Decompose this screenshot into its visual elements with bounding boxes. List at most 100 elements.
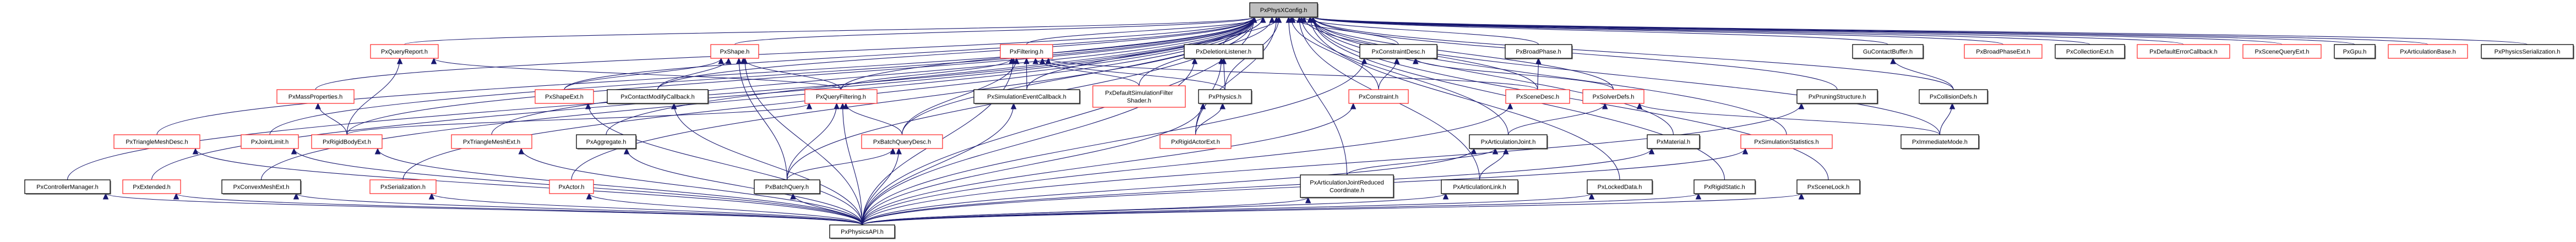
arrowhead-icon (840, 102, 846, 109)
node-label: PxShapeExt.h (545, 94, 584, 101)
edge-line (1026, 16, 1264, 90)
node-px-scene-lock[interactable]: PxSceneLock.h (1796, 179, 1861, 195)
edge-line (1312, 16, 1941, 135)
edge-line (1035, 58, 1140, 86)
node-px-convex-mesh-ext[interactable]: PxConvexMeshExt.h (221, 179, 302, 195)
edge-px-articulation-joint-reduced-coordinate-to-px-phys-xconfig (1286, 16, 1348, 175)
node-box (1796, 179, 1860, 194)
node-px-simulation-statistics[interactable]: PxSimulationStatistics.h (1740, 134, 1833, 149)
node-px-query-report[interactable]: PxQueryReport.h (370, 44, 439, 59)
edge-px-material-to-px-phys-xconfig (1310, 16, 1674, 135)
node-px-contact-modify-callback[interactable]: PxContactModifyCallback.h (607, 89, 709, 105)
node-px-solver-defs[interactable]: PxSolverDefs.h (1582, 89, 1644, 104)
arrowhead-icon (1890, 57, 1896, 64)
node-box (2481, 44, 2574, 59)
edge-line (346, 16, 1255, 135)
node-px-collision-defs[interactable]: PxCollisionDefs.h (1919, 89, 1989, 105)
arrowhead-icon (1023, 57, 1030, 64)
edge-line (862, 193, 1592, 226)
node-px-rigid-static[interactable]: PxRigidStatic.h (1693, 179, 1756, 195)
node-px-batch-query-desc[interactable]: PxBatchQueryDesc.h (861, 134, 943, 149)
edge-line (842, 103, 863, 226)
node-px-articulation-base[interactable]: PxArticulationBase.h (2388, 44, 2468, 59)
node-px-shape[interactable]: PxShape.h (710, 44, 759, 59)
edge-px-physics-api-to-px-convex-mesh-ext (293, 193, 863, 226)
node-px-scene-desc[interactable]: PxSceneDesc.h (1505, 89, 1570, 104)
node-px-broad-phase[interactable]: PxBroadPhase.h (1505, 44, 1573, 59)
node-label: PxQueryFiltering.h (816, 94, 866, 101)
arrowhead-icon (1260, 16, 1266, 23)
node-px-pruning-structure[interactable]: PxPruningStructure.h (1796, 89, 1878, 105)
node-label: PxFiltering.h (1010, 49, 1043, 56)
node-box (2055, 44, 2125, 59)
arrowhead-icon (671, 102, 677, 109)
node-px-scene-query-ext[interactable]: PxSceneQueryExt.h (2242, 44, 2322, 59)
node-px-material[interactable]: PxMaterial.h (1647, 134, 1701, 150)
node-px-triangle-mesh-desc[interactable]: PxTriangleMeshDesc.h (113, 134, 200, 149)
node-px-joint-limit[interactable]: PxJointLimit.h (241, 134, 299, 149)
node-px-aggregate[interactable]: PxAggregate.h (576, 134, 637, 150)
node-px-rigid-body-ext[interactable]: PxRigidBodyExt.h (311, 134, 383, 149)
edge-line (1310, 16, 1620, 180)
node-shadow (1902, 136, 1980, 150)
node-px-constraint-desc[interactable]: PxConstraintDesc.h (1359, 44, 1438, 59)
node-label: PxBatchQuery.h (765, 184, 809, 191)
node-label: PxCollisionDefs.h (1930, 94, 1977, 101)
node-px-default-error-callback[interactable]: PxDefaultErrorCallback.h (2137, 44, 2230, 59)
edge-px-rigid-actor-ext-to-px-phys-xconfig (1195, 16, 1279, 135)
node-label: PxImmediateMode.h (1912, 139, 1968, 146)
node-px-simulation-event-callback[interactable]: PxSimulationEventCallback.h (973, 89, 1081, 105)
node-px-batch-query[interactable]: PxBatchQuery.h (754, 179, 821, 195)
edge-line (1303, 16, 1539, 45)
node-px-physics-api[interactable]: PxPhysicsAPI.h (829, 224, 896, 239)
edge-line (1048, 58, 1538, 90)
arrowhead-icon (431, 57, 437, 64)
node-px-deletion-listener[interactable]: PxDeletionListener.h (1184, 44, 1264, 59)
node-px-gpu[interactable]: PxGpu.h (2334, 44, 2376, 59)
edge-px-physics-api-to-px-simulation-event-callback (862, 102, 1017, 226)
node-box (1740, 134, 1833, 149)
node-px-mass-properties[interactable]: PxMassProperties.h (276, 89, 355, 104)
node-px-filtering[interactable]: PxFiltering.h (1000, 44, 1053, 59)
edge-px-rigid-actor-ext-to-px-physics (1195, 102, 1226, 135)
arrowhead-icon (718, 57, 725, 64)
edge-line (862, 148, 1652, 226)
node-box (451, 134, 532, 149)
edge-px-physics-api-to-px-shape-ext (585, 102, 863, 226)
node-px-physics-serialization[interactable]: PxPhysicsSerialization.h (2481, 44, 2574, 59)
node-label: PxPhysXConfig.h (1260, 7, 1308, 14)
node-px-controller-manager[interactable]: PxControllerManager.h (24, 179, 111, 195)
node-px-locked-data[interactable]: PxLockedData.h (1587, 179, 1653, 195)
node-px-triangle-mesh-ext[interactable]: PxTriangleMeshExt.h (451, 134, 532, 149)
node-px-rigid-actor-ext[interactable]: PxRigidActorExt.h (1159, 134, 1232, 149)
node-px-serialization[interactable]: PxSerialization.h (369, 179, 437, 194)
node-px-collection-ext[interactable]: PxCollectionExt.h (2055, 44, 2126, 59)
node-px-articulation-link[interactable]: PxArticulationLink.h (1441, 179, 1519, 195)
node-px-articulation-joint[interactable]: PxArticulationJoint.h (1469, 134, 1548, 150)
node-box (241, 134, 299, 149)
node-gu-contact-buffer[interactable]: GuContactBuffer.h (1852, 44, 1924, 59)
edge-px-physics-api-to-px-batch-query (790, 193, 863, 226)
edge-px-default-error-callback-to-px-phys-xconfig (1310, 16, 2184, 45)
edge-px-batch-query-to-px-batch-query-desc (786, 147, 896, 180)
node-label: Coordinate.h (1330, 188, 1364, 194)
node-box (369, 179, 437, 194)
node-px-physics[interactable]: PxPhysics.h (1198, 89, 1252, 105)
node-px-constraint[interactable]: PxConstraint.h (1348, 89, 1409, 104)
edge-line (901, 16, 1255, 135)
arrowhead-icon (1296, 16, 1303, 23)
node-px-extended[interactable]: PxExtended.h (122, 179, 181, 194)
edge-line (743, 58, 842, 90)
node-px-actor[interactable]: PxActor.h (549, 179, 594, 194)
node-shadow (1588, 181, 1653, 195)
node-px-immediate-mode[interactable]: PxImmediateMode.h (1900, 134, 1980, 150)
node-px-query-filtering[interactable]: PxQueryFiltering.h (804, 89, 878, 104)
node-box (1919, 89, 1988, 104)
edge-line (1195, 16, 1277, 135)
arrowhead-icon (315, 102, 321, 109)
node-px-broad-phase-ext[interactable]: PxBroadPhaseExt.h (1964, 44, 2043, 59)
node-px-shape-ext[interactable]: PxShapeExt.h (535, 89, 594, 104)
node-label: PxBroadPhaseExt.h (1976, 49, 2030, 56)
